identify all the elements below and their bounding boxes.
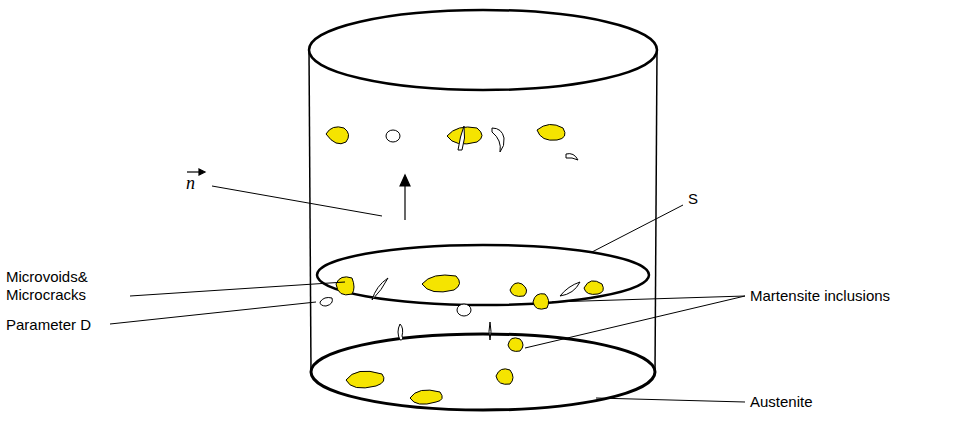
matrix-label: Austenite [750,393,813,411]
cylinder-outline [309,10,657,410]
martensite-inclusion [326,124,603,404]
surface-label: S [688,190,698,208]
defect-label: Microvoids& Microcracks [6,268,116,304]
normal-vector [187,169,410,220]
vector-label: n [186,174,195,192]
microvoid-microcrack [320,126,580,340]
inclusion-label: Martensite inclusions [750,287,890,305]
leader-line [110,186,745,402]
parameter-label: Parameter D [6,316,91,334]
